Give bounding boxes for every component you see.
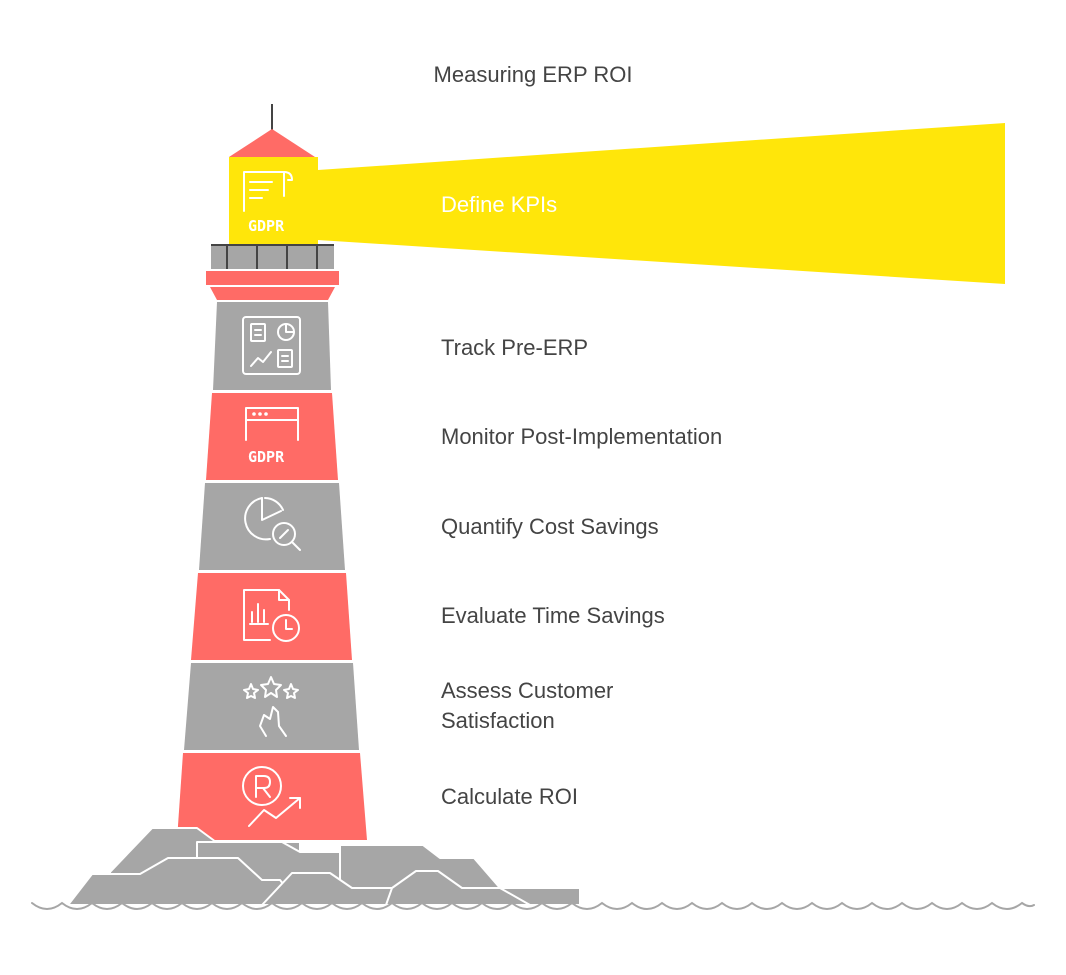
step-label-quantify-cost-savings: Quantify Cost Savings — [441, 514, 659, 539]
tower-band-2 — [206, 393, 338, 480]
gallery-base — [210, 287, 335, 300]
tower-band-5 — [184, 663, 359, 750]
dashboard-icon — [242, 316, 301, 375]
step-label-monitor-post-implementation: Monitor Post-Implementation — [441, 424, 723, 449]
tower-band-1 — [213, 302, 331, 390]
gdpr-document-icon — [243, 171, 293, 212]
registered-growth-icon — [242, 766, 301, 827]
lantern-roof — [229, 129, 315, 157]
water-line — [31, 901, 1035, 910]
stars-hand-icon — [243, 676, 299, 737]
gallery-railing — [211, 245, 334, 269]
diagram-title: Measuring ERP ROI — [433, 62, 633, 87]
pie-search-icon — [244, 497, 301, 551]
report-clock-icon — [243, 589, 300, 642]
step-label-line: Satisfaction — [441, 708, 555, 733]
gallery-deck — [206, 271, 339, 285]
step-label-define-kpis: Define KPIs — [441, 192, 558, 217]
tower-band-6 — [177, 753, 367, 840]
tower-band-4 — [191, 573, 352, 660]
gdpr-browser-icon-text: GDPR — [248, 448, 285, 466]
tower-band-3 — [199, 483, 345, 570]
step-label-evaluate-time-savings: Evaluate Time Savings — [441, 603, 665, 628]
gdpr-document-icon-text: GDPR — [248, 217, 285, 235]
gdpr-browser-icon — [245, 407, 299, 441]
step-label-assess-customer-satisfaction: Assess Customer Satisfaction — [441, 676, 613, 736]
step-label-calculate-roi: Calculate ROI — [441, 784, 578, 809]
step-label-line: Assess Customer — [441, 678, 614, 703]
light-beam — [318, 123, 1005, 284]
step-label-track-pre-erp: Track Pre-ERP — [441, 335, 589, 360]
rocks — [67, 827, 581, 906]
